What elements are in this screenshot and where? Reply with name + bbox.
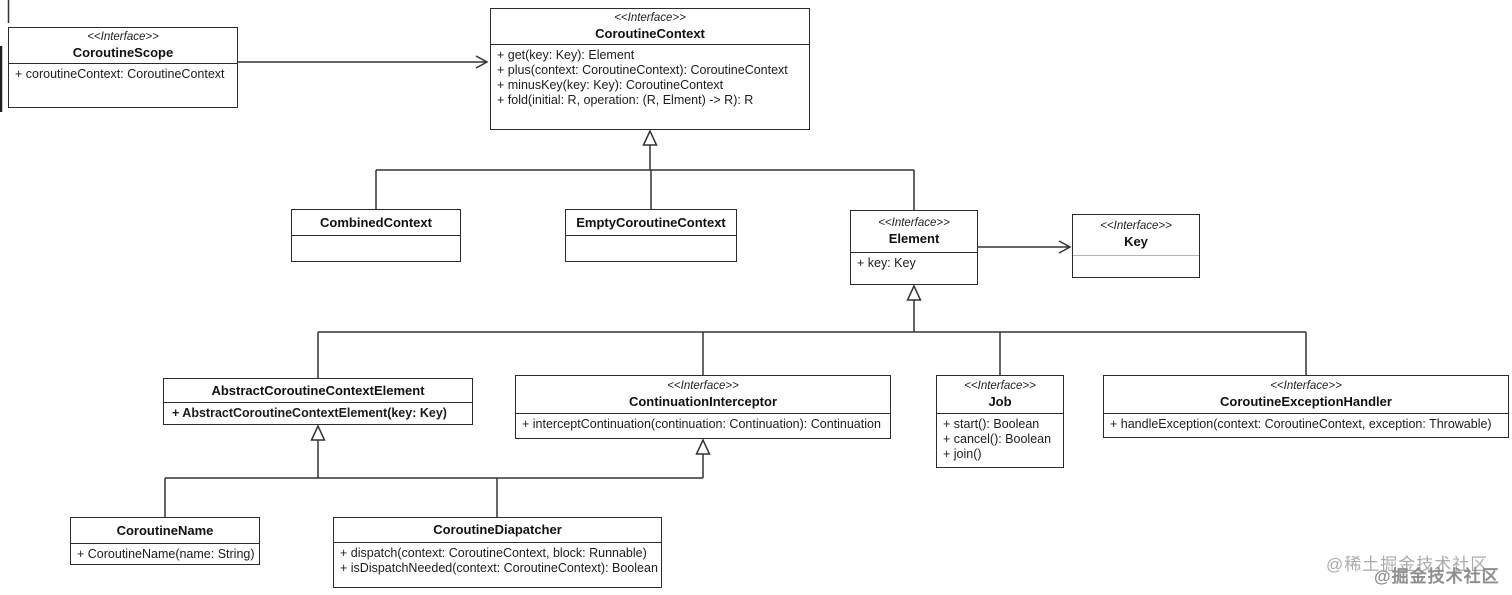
class-member: + get(key: Key): Element — [497, 48, 635, 62]
class-member: + start(): Boolean — [943, 417, 1040, 431]
class-members — [1073, 256, 1199, 277]
class-header: AbstractCoroutineContextElement — [164, 379, 472, 403]
stereotype-label: <<Interface>> — [964, 379, 1036, 392]
stereotype-label: <<Interface>> — [1100, 220, 1172, 233]
class-members: + CoroutineName(name: String) — [71, 544, 259, 564]
class-member: + minusKey(key: Key): CoroutineContext — [497, 78, 724, 92]
class-job: <<Interface>> Job + start(): Boolean + c… — [936, 375, 1064, 468]
class-member: + join() — [943, 447, 982, 461]
class-header: CombinedContext — [292, 210, 460, 236]
class-members: + start(): Boolean + cancel(): Boolean +… — [937, 414, 1063, 467]
class-header: <<Interface>> ContinuationInterceptor — [516, 376, 890, 414]
class-members — [566, 236, 736, 261]
gen-tree-top — [375, 145, 915, 210]
gen-tree-lower — [164, 440, 704, 517]
class-empty-coroutine-context: EmptyCoroutineContext — [565, 209, 737, 262]
class-name: AbstractCoroutineContextElement — [211, 382, 425, 398]
class-name: ContinuationInterceptor — [628, 393, 778, 409]
class-members — [292, 236, 460, 261]
class-member: + plus(context: CoroutineContext): Corou… — [497, 63, 788, 77]
stereotype-label: <<Interface>> — [87, 30, 159, 43]
open-arrowhead — [1058, 240, 1072, 254]
class-members: + handleException(context: CoroutineCont… — [1104, 414, 1508, 437]
class-header: <<Interface>> Key — [1073, 215, 1199, 256]
class-header: CoroutineName — [71, 518, 259, 544]
class-name: EmptyCoroutineContext — [576, 214, 726, 230]
class-name: Element — [888, 230, 940, 246]
class-coroutine-exception-handler: <<Interface>> CoroutineExceptionHandler … — [1103, 375, 1509, 438]
class-continuation-interceptor: <<Interface>> ContinuationInterceptor + … — [515, 375, 891, 439]
class-name: CoroutineContext — [595, 25, 705, 41]
watermark-text: @掘金技术社区 — [1374, 567, 1500, 586]
class-members: + coroutineContext: CoroutineContext — [9, 64, 237, 107]
class-member: + CoroutineName(name: String) — [77, 547, 255, 561]
class-name: CoroutineDiapatcher — [433, 522, 562, 538]
class-name: CombinedContext — [320, 214, 432, 230]
class-coroutine-dispatcher: CoroutineDiapatcher + dispatch(context: … — [333, 517, 662, 588]
class-header: <<Interface>> Job — [937, 376, 1063, 414]
hollow-triangle-arrowhead — [310, 424, 326, 441]
class-header: <<Interface>> Element — [851, 211, 977, 253]
class-member: + key: Key — [857, 256, 916, 270]
class-header: EmptyCoroutineContext — [566, 210, 736, 236]
class-key: <<Interface>> Key — [1072, 214, 1200, 278]
class-header: <<Interface>> CoroutineContext — [491, 9, 809, 45]
class-header: <<Interface>> CoroutineScope — [9, 28, 237, 64]
hollow-triangle-arrowhead — [906, 284, 922, 301]
class-coroutine-context: <<Interface>> CoroutineContext + get(key… — [490, 8, 810, 130]
class-name: CoroutineName — [116, 522, 214, 538]
class-member: + interceptContinuation(continuation: Co… — [522, 417, 881, 431]
class-member: + AbstractCoroutineContextElement(key: K… — [172, 406, 447, 420]
watermark-text: @稀土掘金技术社区 — [1326, 555, 1489, 574]
class-members: + key: Key — [851, 253, 977, 284]
class-members: + interceptContinuation(continuation: Co… — [516, 414, 890, 438]
class-members: + get(key: Key): Element + plus(context:… — [491, 45, 809, 129]
hollow-triangle-arrowhead — [642, 129, 658, 146]
class-abstract-coroutine-context-element: AbstractCoroutineContextElement + Abstra… — [163, 378, 473, 425]
class-member: + coroutineContext: CoroutineContext — [15, 67, 225, 81]
class-header: CoroutineDiapatcher — [334, 518, 661, 543]
class-element: <<Interface>> Element + key: Key — [850, 210, 978, 285]
class-member: + fold(initial: R, operation: (R, Elment… — [497, 93, 754, 107]
class-name: CoroutineScope — [72, 44, 174, 60]
class-member: + isDispatchNeeded(context: CoroutineCon… — [340, 561, 658, 575]
class-name: Job — [988, 393, 1012, 409]
class-member: + dispatch(context: CoroutineContext, bl… — [340, 546, 647, 560]
stereotype-label: <<Interface>> — [878, 216, 950, 229]
class-header: <<Interface>> CoroutineExceptionHandler — [1104, 376, 1508, 414]
open-arrowhead — [475, 55, 489, 69]
class-name: Key — [1124, 234, 1148, 250]
stereotype-label: <<Interface>> — [614, 11, 686, 24]
class-members: + dispatch(context: CoroutineContext, bl… — [334, 543, 661, 587]
gen-tree-element — [317, 300, 1307, 378]
class-member: + cancel(): Boolean — [943, 432, 1052, 446]
class-coroutine-name: CoroutineName + CoroutineName(name: Stri… — [70, 517, 260, 565]
class-name: CoroutineExceptionHandler — [1220, 393, 1392, 409]
class-members: + AbstractCoroutineContextElement(key: K… — [164, 403, 472, 424]
class-member: + handleException(context: CoroutineCont… — [1110, 417, 1492, 431]
hollow-triangle-arrowhead — [695, 438, 711, 455]
class-combined-context: CombinedContext — [291, 209, 461, 262]
stereotype-label: <<Interface>> — [667, 379, 739, 392]
class-coroutine-scope: <<Interface>> CoroutineScope + coroutine… — [8, 27, 238, 108]
stereotype-label: <<Interface>> — [1270, 379, 1342, 392]
